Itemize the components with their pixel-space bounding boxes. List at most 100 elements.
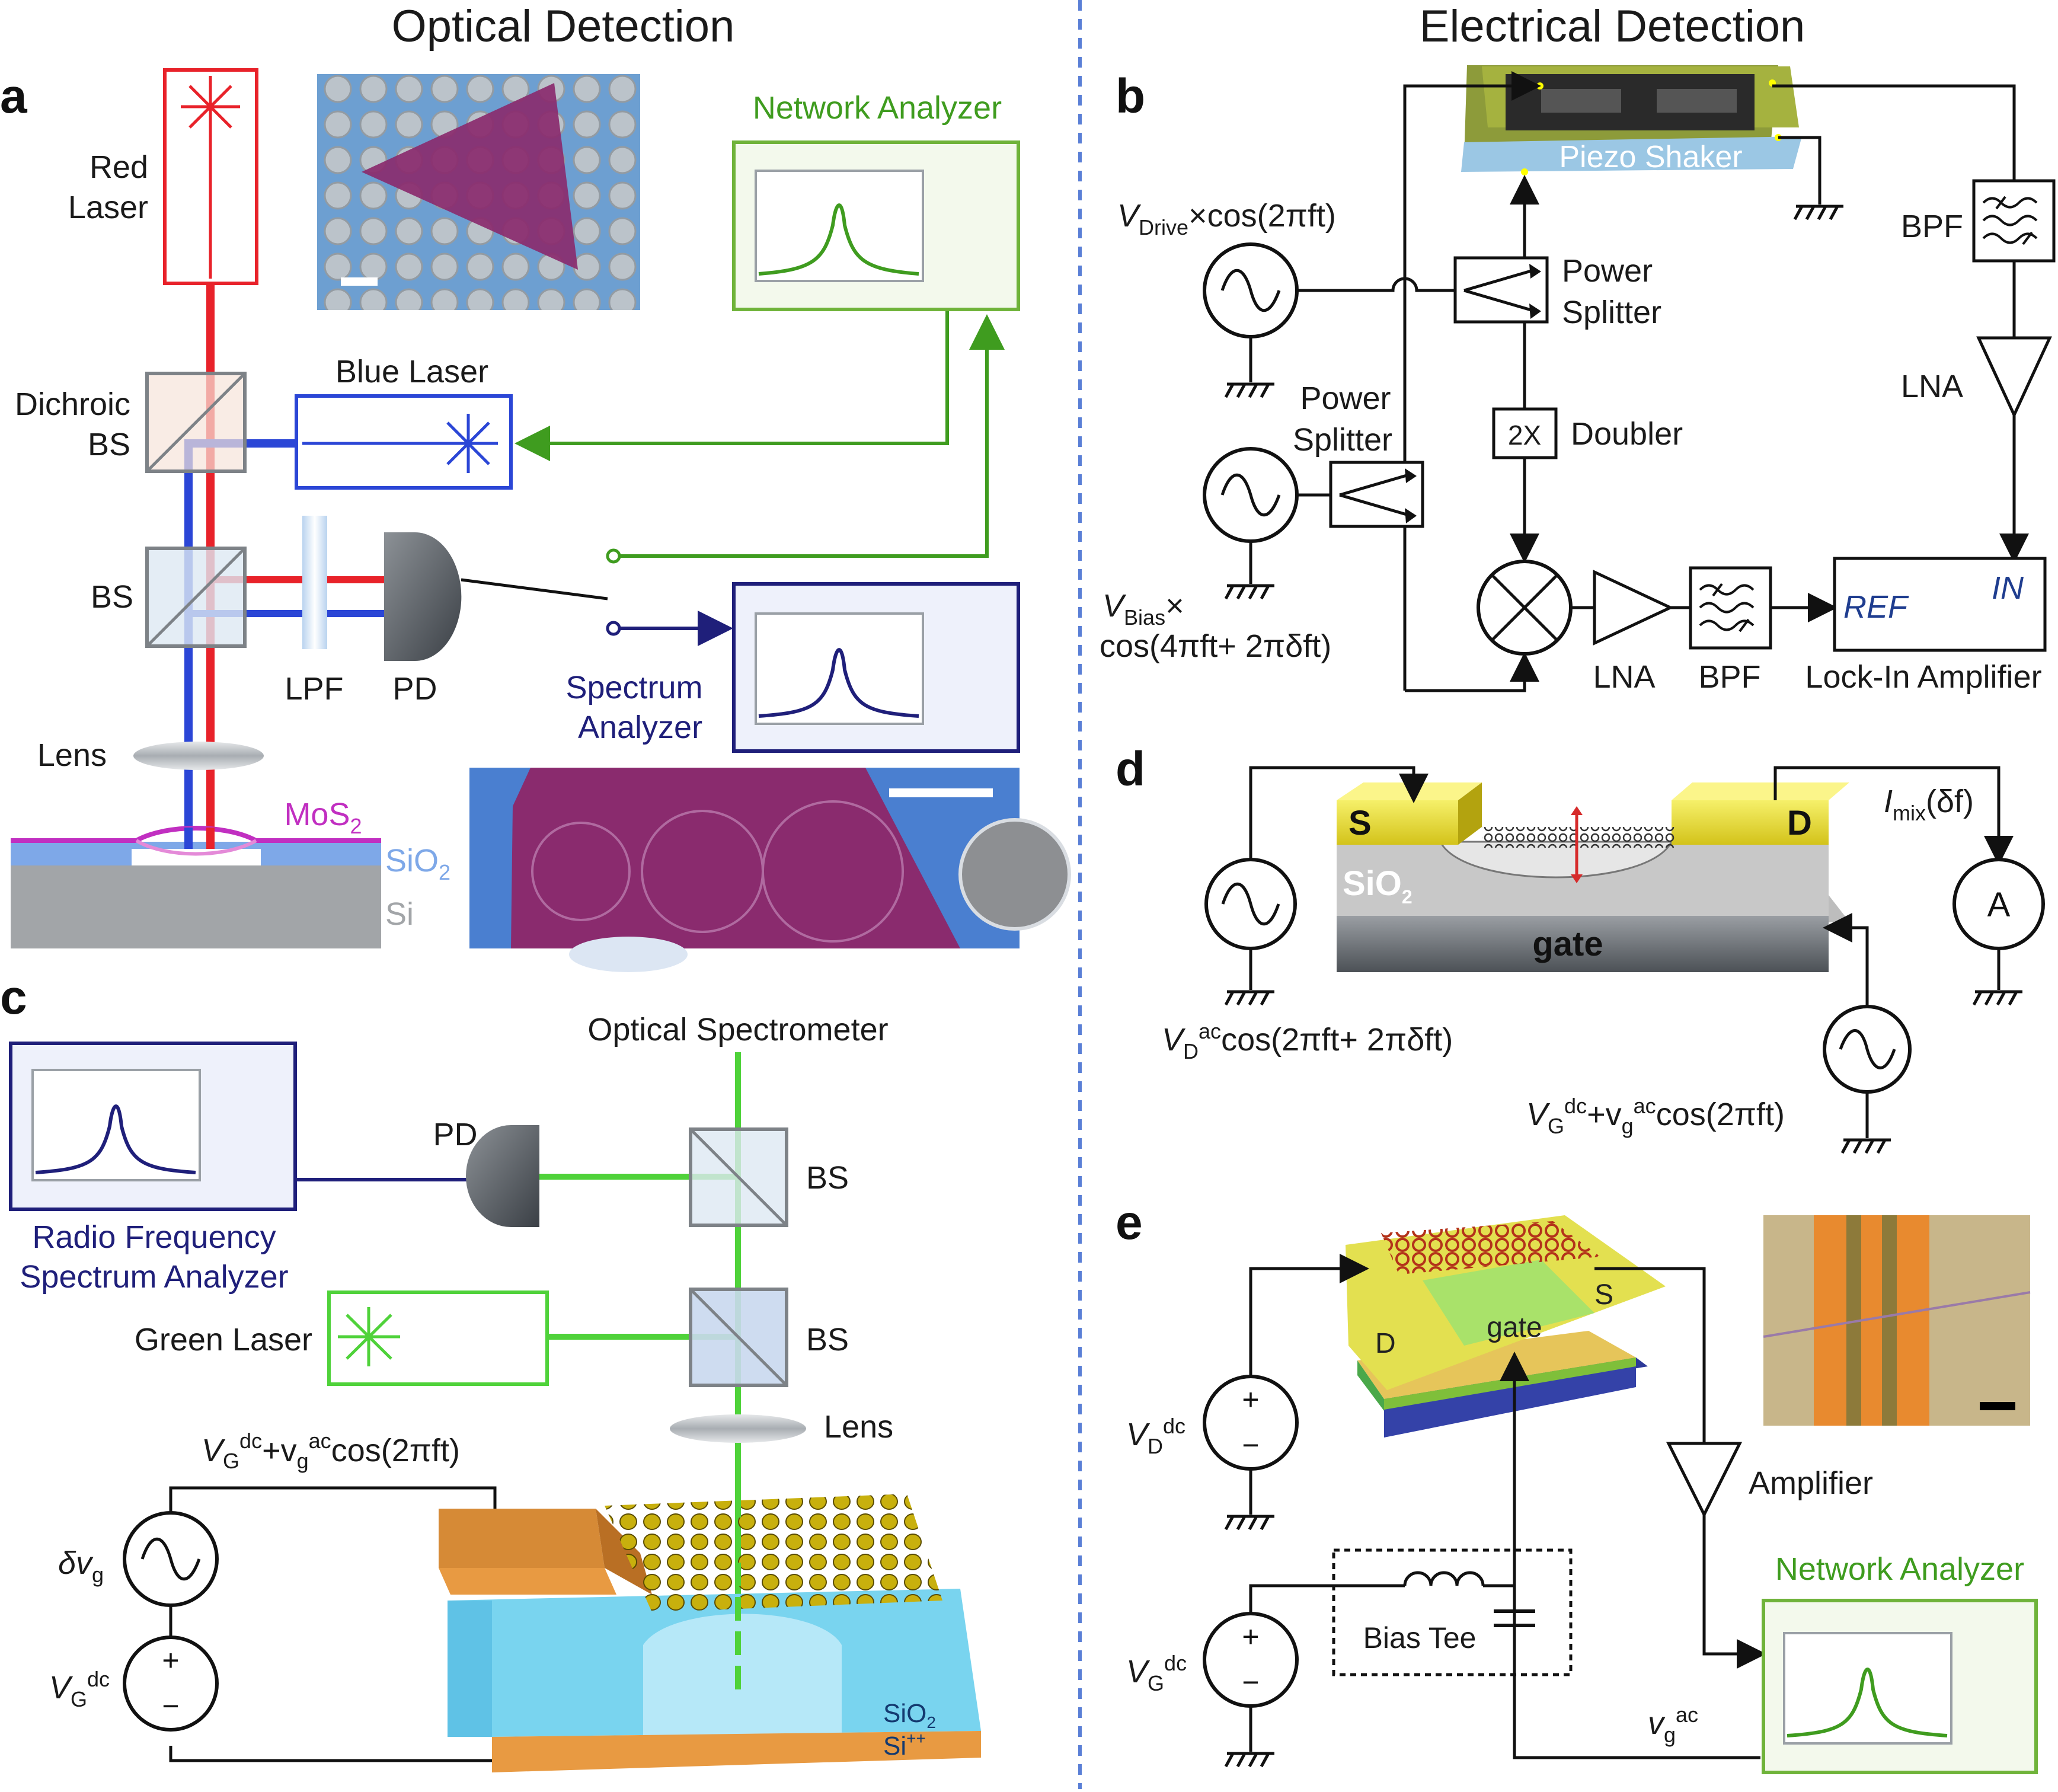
title-optical-detection: Optical Detection <box>392 1 735 52</box>
vg-wire-top <box>169 1486 497 1526</box>
gate-label-e: gate <box>1487 1312 1542 1343</box>
spectrum-analyzer-a-resonance-icon <box>758 648 919 718</box>
wire-vd-to-source <box>1249 766 1429 860</box>
device-substrate-e <box>1384 1357 1636 1438</box>
cavity-d <box>1439 841 1673 879</box>
pd-label-c: PD <box>433 1117 477 1152</box>
mos2-label: MoS2 <box>284 797 362 838</box>
mos2-membrane <box>11 826 381 843</box>
scale-bar-e <box>1980 1402 2015 1410</box>
piezo-shaker-label: Piezo Shaker <box>1559 140 1742 174</box>
lockin-in-label: IN <box>1992 570 2024 606</box>
plus-sign-vd-e: + <box>1242 1383 1259 1416</box>
amplifier-e <box>1666 1442 1743 1518</box>
top-electrode <box>439 1509 605 1568</box>
network-analyzer-a-resonance-icon <box>758 203 919 276</box>
switch-contact-navy <box>606 621 621 636</box>
wire-bias-tee-to-analyzer <box>1513 1625 1760 1759</box>
vg-expression-c: VGdc+vgaccos(2πft) <box>202 1429 460 1473</box>
photodetector-icon <box>384 532 462 661</box>
network-analyzer-label-e: Network Analyzer <box>1775 1551 2024 1587</box>
wire-amp-to-network-analyzer <box>1702 1515 1766 1669</box>
green-laser-star-icon <box>338 1307 400 1366</box>
si-label-a: Si <box>385 896 414 932</box>
bpf-filter-1 <box>1972 179 2056 263</box>
switch-contact-green <box>606 548 621 564</box>
power-splitter-2-label-1: Power <box>1300 381 1391 416</box>
plus-sign-vg-e: + <box>1242 1620 1259 1653</box>
minus-sign-c: − <box>162 1689 179 1723</box>
si-layer-a <box>11 865 381 948</box>
panel-label-c: c <box>0 970 27 1024</box>
lpf-filter <box>302 516 327 649</box>
plus-sign-c: + <box>162 1644 179 1677</box>
title-electrical-detection: Electrical Detection <box>1420 1 1805 52</box>
lna-amplifier-1 <box>1976 336 2052 419</box>
drain-label-e: D <box>1375 1328 1396 1359</box>
vd-ac-expression: VDaccos(2πft+ 2πδft) <box>1162 1019 1453 1063</box>
wire-drive-to-splitter <box>1297 277 1455 292</box>
panel-label-d: d <box>1116 742 1145 796</box>
vg-wire-bottom <box>169 1746 495 1762</box>
power-splitter-1-label-1: Power <box>1562 253 1653 289</box>
source-label-e: S <box>1594 1279 1613 1311</box>
gate-layer-d <box>1337 916 1829 972</box>
graphene-e <box>1381 1221 1600 1274</box>
graphene-lattice <box>605 1494 942 1612</box>
ammeter-label: A <box>1987 886 2011 924</box>
green-line-to-network-analyzer <box>619 314 1005 558</box>
imix-label: Imix(δf) <box>1884 784 1974 825</box>
red-laser-label-2: Laser <box>68 190 148 225</box>
wire-bias-to-mixer <box>1405 652 1539 692</box>
vd-dc-label-e: VDdc <box>1126 1414 1185 1458</box>
si-layer-c <box>492 1731 981 1772</box>
spectrum-analyzer-label-2: Analyzer <box>578 710 702 745</box>
dichroic-bs-label-2: BS <box>88 427 130 462</box>
vg-dc-label-c: VGdc <box>49 1667 110 1711</box>
bpf-2-icon <box>1699 583 1755 633</box>
panel-label-e: e <box>1116 1196 1143 1250</box>
switch-arm <box>461 578 608 600</box>
lock-in-amplifier <box>1833 557 2047 652</box>
panel-e: D gate S Amplifier + − VDdc + − <box>1126 1215 2038 1774</box>
photodetector-c-icon <box>466 1125 539 1227</box>
spectrum-analyzer-label-1: Spectrum <box>565 670 702 705</box>
wire-source-to-amp <box>1594 1267 1706 1443</box>
sio2-label-d: SiO2 <box>1343 864 1413 908</box>
source-electrode-d <box>1337 800 1458 845</box>
cavity-a <box>132 849 261 867</box>
blue-laser-label: Blue Laser <box>335 354 488 389</box>
top-electrode-face <box>439 1568 616 1595</box>
bpf-1-icon <box>1982 196 2038 245</box>
bias-tee-label: Bias Tee <box>1363 1621 1477 1654</box>
inductor-icon <box>1403 1571 1485 1586</box>
panel-label-b: b <box>1116 69 1145 123</box>
v-drive-label: VDrive×cos(2πft) <box>1117 198 1336 239</box>
ground-bias-icon <box>1224 584 1274 600</box>
wire-device-to-bpf <box>1772 84 2016 181</box>
bpf-label-2: BPF <box>1698 659 1760 695</box>
panel-d: gate SiO2 S D VDaccos(2πft+ 2πδft) Imix(… <box>1162 766 2045 1154</box>
ground-vg-e-icon <box>1224 1752 1274 1768</box>
panel-label-a: a <box>0 69 28 123</box>
wire-drain-to-ammeter <box>1773 766 2014 865</box>
ground-vg-d-icon <box>1840 1138 1891 1154</box>
green-laser-label: Green Laser <box>135 1322 312 1357</box>
blue-laser-star-icon <box>302 414 498 473</box>
panel-b: Piezo Shaker VDrive×cos(2πft) Power Spli… <box>1100 65 2056 695</box>
scale-bar-bottom <box>889 788 993 797</box>
v-bias-label: VBias× <box>1102 588 1184 630</box>
ground-piezo-icon <box>1793 205 1843 221</box>
vg-expression-d: VGdc+vgaccos(2πft) <box>1526 1094 1785 1138</box>
lens-c <box>670 1414 806 1443</box>
micrograph-flake <box>362 83 578 270</box>
lockin-ref-label: REF <box>1843 589 1909 625</box>
lens-label-c: Lens <box>824 1409 893 1445</box>
wire-piezo-ground <box>1778 136 1821 205</box>
power-splitter-1-label-2: Splitter <box>1562 295 1661 330</box>
doubler-label: Doubler <box>1571 416 1683 452</box>
ground-vd-e-icon <box>1224 1515 1274 1531</box>
minus-sign-vg-e: − <box>1242 1666 1259 1699</box>
